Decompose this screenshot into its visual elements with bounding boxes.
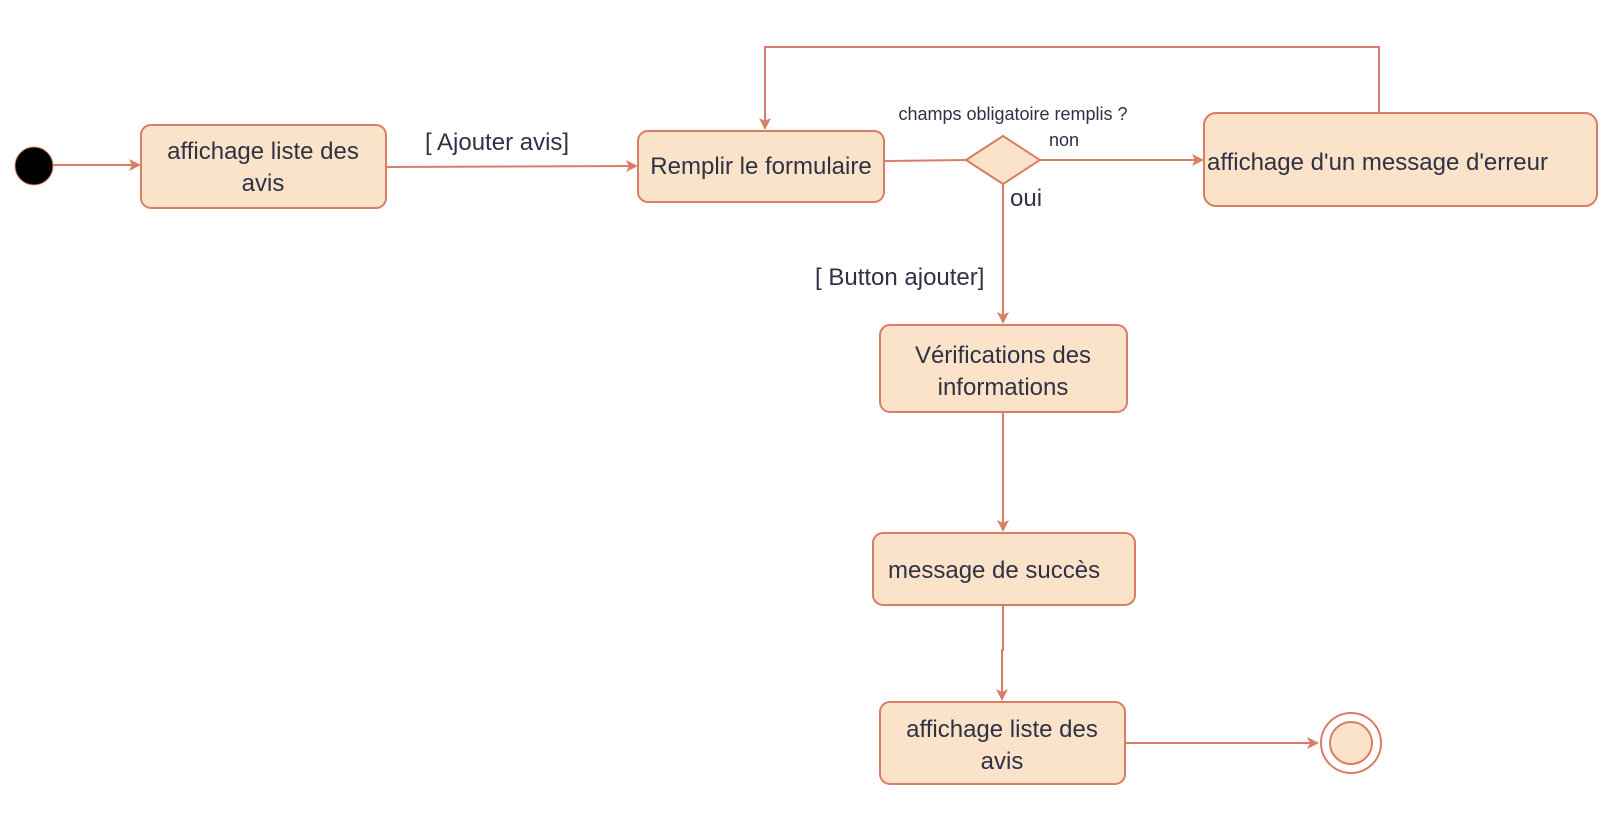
node-success	[872, 532, 1136, 606]
node-list-end	[879, 701, 1126, 785]
edge-list-to-form	[384, 160, 638, 173]
guard-add-review: [ Ajouter avis]	[425, 129, 569, 156]
decision-no-label: non	[1049, 130, 1079, 150]
node-list-end-line2: avis	[981, 748, 1024, 775]
node-list-start	[140, 124, 387, 209]
node-list-start-line1: affichage liste des	[167, 138, 359, 165]
decision-node	[964, 134, 1042, 186]
node-verification-line1: Vérifications des	[915, 342, 1091, 369]
decision-question: champs obligatoire remplis ?	[898, 104, 1127, 124]
node-verification	[879, 324, 1128, 413]
node-fill-form	[637, 130, 885, 203]
guard-button-add: [ Button ajouter]	[815, 264, 984, 291]
node-list-end-line1: affichage liste des	[906, 716, 1098, 743]
node-error-message-label: affichage d'un message d'erreur	[1207, 149, 1548, 176]
edge-success-to-list	[996, 604, 1008, 701]
node-verification-line2: informations	[938, 374, 1069, 401]
decision-yes-label: oui	[1010, 185, 1042, 212]
node-list-start-line2: avis	[242, 170, 285, 197]
initial-node	[14, 146, 54, 186]
node-success-label: message de succès	[888, 557, 1100, 584]
edge-error-loop-back	[759, 46, 1380, 130]
node-error-message	[1203, 112, 1598, 207]
edge-form-to-decision	[884, 159, 967, 162]
final-node	[1320, 712, 1382, 774]
node-fill-form-label: Remplir le formulaire	[650, 153, 871, 180]
